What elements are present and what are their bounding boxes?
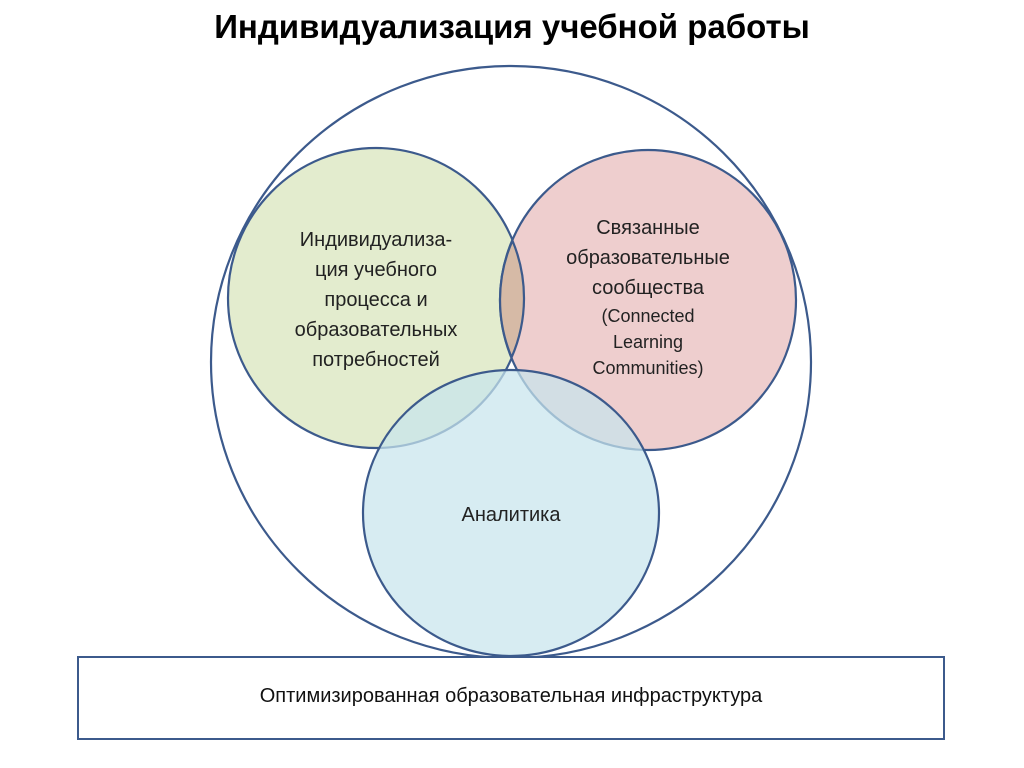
label-individualization-line-4: образовательных [294,319,458,341]
label-individualization-line-5: потребностей [312,349,440,371]
infrastructure-label: Оптимизированная образовательная инфраст… [259,685,763,707]
label-individualization-line-2: ция учебного [315,259,437,281]
infrastructure-box: Оптимизированная образовательная инфраст… [77,656,945,740]
label-communities-line-2: образовательные [566,247,730,269]
label-communities-sub-2: Learning [612,332,684,352]
label-individualization: Индивидуализа- ция учебного процесса и о… [266,225,486,375]
overlap-individualization-communities [498,237,526,361]
label-analytics: Аналитика [461,504,561,526]
label-individualization-line-1: Индивидуализа- [299,229,453,251]
label-communities-line-3: сообщества [592,277,704,299]
label-individualization-line-3: процесса и [324,289,428,311]
label-communities: Связанные образовательные сообщества (Co… [538,213,758,381]
label-communities-sub-3: Communities) [592,358,704,378]
slide-title: Индивидуализация учебной работы [214,8,810,45]
label-communities-sub-1: (Connected [601,306,695,326]
label-communities-line-1: Связанные [596,217,700,239]
